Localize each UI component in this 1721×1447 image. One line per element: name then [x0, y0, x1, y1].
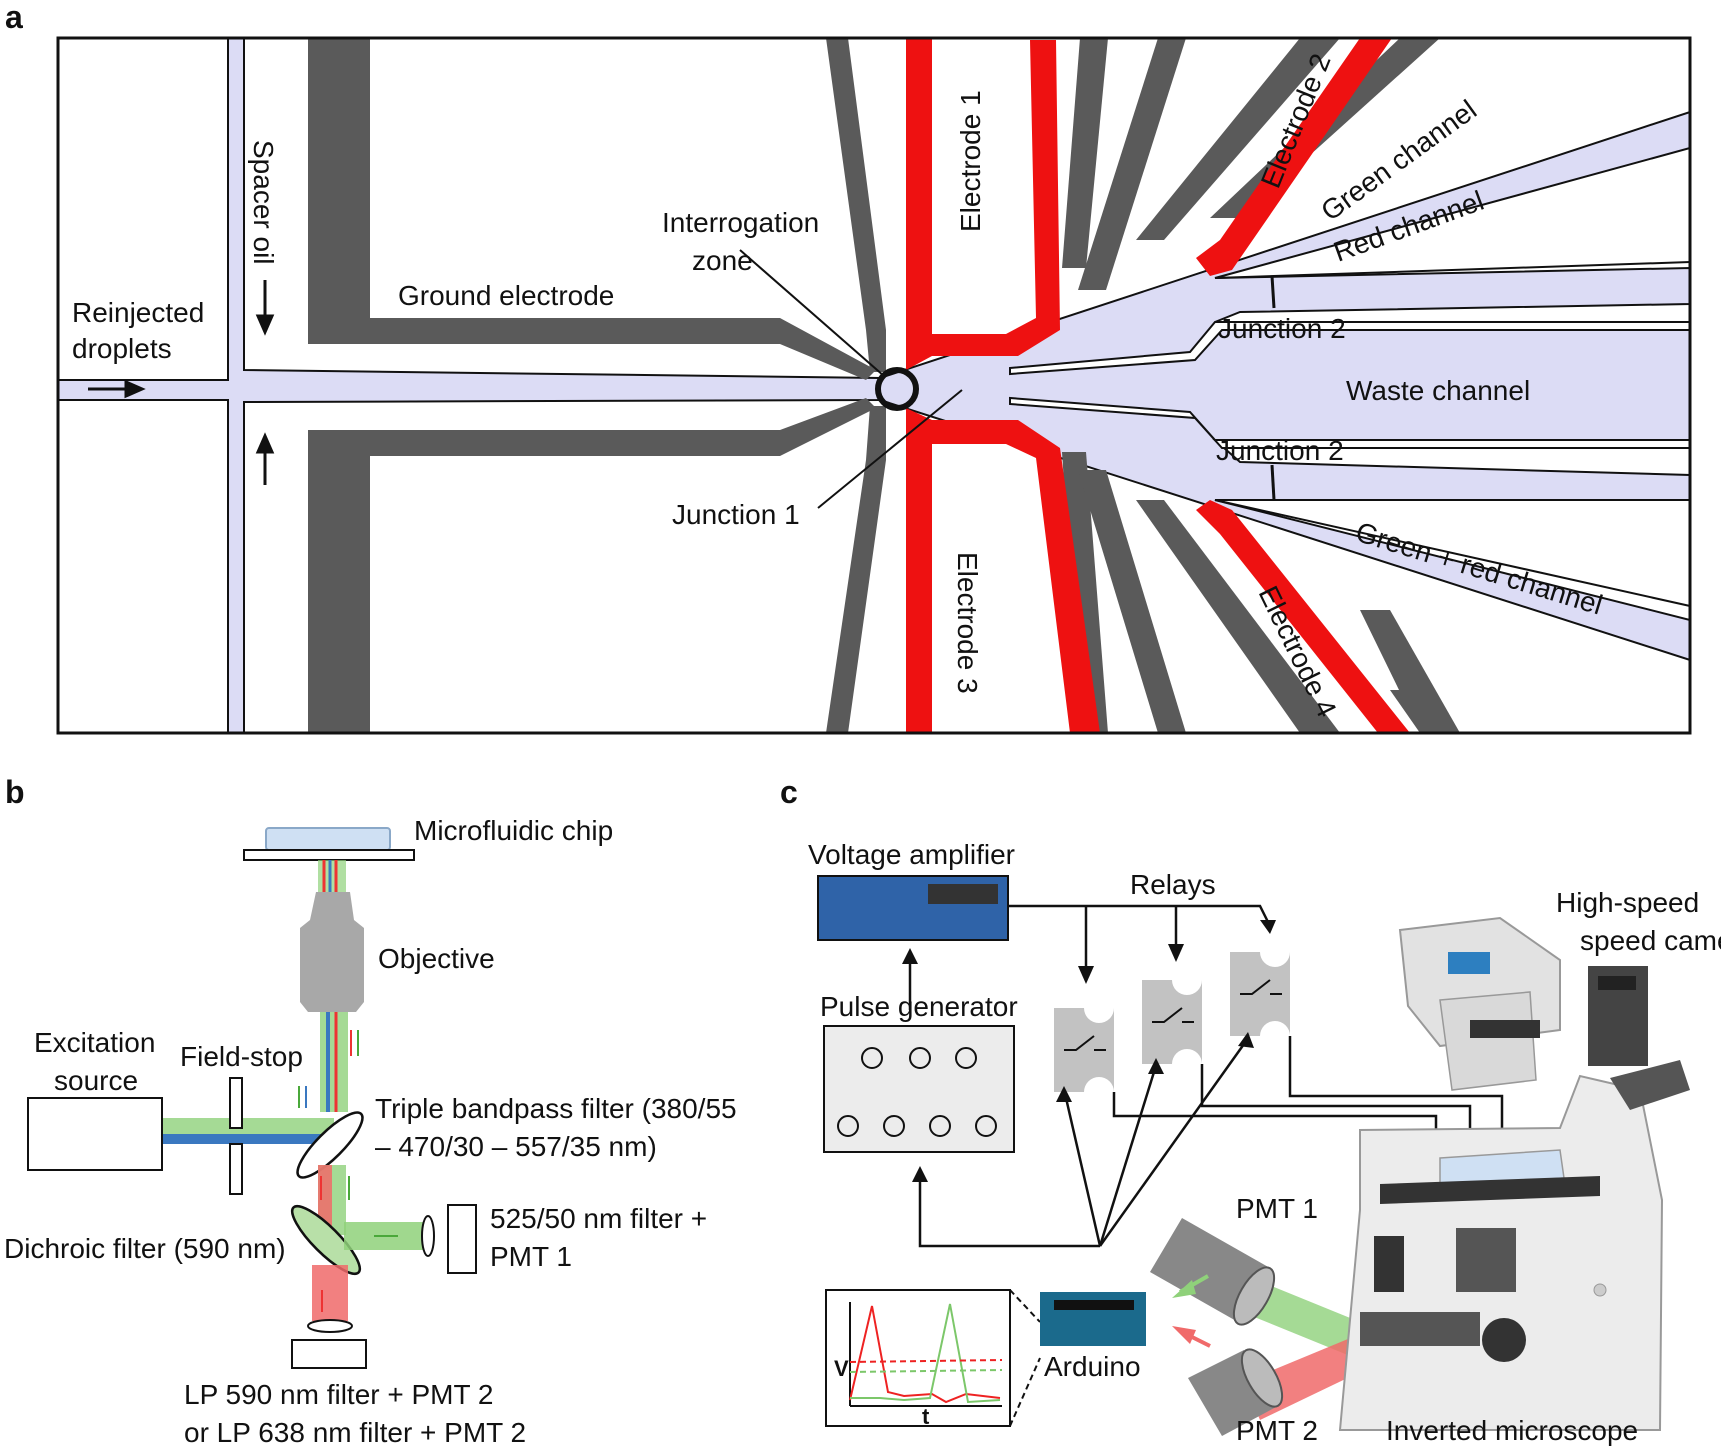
- label-reinjected-2: droplets: [72, 333, 172, 364]
- label-triple-1: Triple bandpass filter (380/55: [375, 1093, 737, 1124]
- grey-electrode-upper-4: [1136, 38, 1340, 240]
- label-relays: Relays: [1130, 869, 1216, 900]
- label-lp-2: or LP 638 nm filter + PMT 2: [184, 1417, 526, 1447]
- relay-2: [1142, 980, 1202, 1064]
- electrode4-shape: [1196, 500, 1410, 733]
- label-arduino: Arduino: [1044, 1351, 1141, 1382]
- label-dichroic: Dichroic filter (590 nm): [4, 1233, 286, 1264]
- label-microfluidic-chip: Microfluidic chip: [414, 815, 613, 846]
- triple-bandpass-filter: [296, 1111, 364, 1179]
- chip-frame: [56, 36, 1692, 735]
- label-ground-electrode: Ground electrode: [398, 280, 614, 311]
- grey-electrode-lower-3: [1078, 470, 1186, 733]
- inverted-microscope: [1338, 916, 1690, 1431]
- label-voltage-amplifier: Voltage amplifier: [808, 839, 1015, 870]
- label-waste-channel: Waste channel: [1346, 375, 1530, 406]
- label-electrode3: Electrode 3: [952, 552, 983, 694]
- field-stop-lower: [229, 1143, 243, 1195]
- green-red-divider: [1214, 261, 1691, 279]
- electronics-setup: V t: [817, 875, 1690, 1436]
- label-spacer-oil: Spacer oil: [248, 140, 279, 265]
- dichroic-filter: [290, 1204, 362, 1276]
- pmt2-detector: [291, 1339, 367, 1369]
- field-stop-upper: [229, 1077, 243, 1129]
- label-high-speed-1: High-speed: [1556, 887, 1699, 918]
- ground-electrode-top: [308, 38, 876, 380]
- label-interrogation-2: zone: [692, 245, 753, 276]
- pmt2-lens: [307, 1319, 353, 1333]
- red-signal-trace: [849, 1305, 1001, 1404]
- chip-stage: [243, 849, 415, 861]
- grey-electrode-lower-5: [1360, 610, 1460, 733]
- label-excitation-1: Excitation: [34, 1027, 155, 1058]
- label-high-speed-2: speed camera: [1580, 925, 1721, 956]
- label-field-stop: Field-stop: [180, 1041, 303, 1072]
- interrogation-pointer: [739, 249, 885, 377]
- panel-label-c: c: [780, 774, 798, 810]
- label-junction2-top: Junction 2: [1218, 313, 1346, 344]
- pmt1-lens: [421, 1215, 435, 1257]
- green-signal-trace: [850, 1303, 1001, 1404]
- grey-electrode-upper-2: [1062, 38, 1108, 268]
- label-pmt1-filter-1: 525/50 nm filter +: [490, 1203, 707, 1234]
- interrogation-zone-marker: [875, 367, 919, 411]
- label-inverted-microscope: Inverted microscope: [1386, 1415, 1638, 1446]
- plot-axis-v: V: [834, 1356, 849, 1381]
- label-pmt2: PMT 2: [1236, 1415, 1318, 1446]
- ground-electrode-bottom: [308, 398, 876, 733]
- grey-electrode-lower-1: [826, 406, 886, 733]
- label-reinjected-1: Reinjected: [72, 297, 204, 328]
- label-green-red-channel: Green + red channel: [1352, 516, 1606, 621]
- junction2-top-mark: [1270, 275, 1276, 309]
- label-triple-2: – 470/30 – 557/35 nm): [375, 1131, 657, 1162]
- optical-setup: [27, 827, 477, 1369]
- panel-label-a: a: [5, 0, 23, 35]
- plot-axis-t: t: [922, 1404, 930, 1429]
- pmt1-tube: [1150, 1218, 1360, 1360]
- relay-1: [1054, 1008, 1114, 1092]
- label-excitation-2: source: [54, 1065, 138, 1096]
- electrode2-shape: [1196, 38, 1392, 276]
- label-junction2-bottom: Junction 2: [1216, 435, 1344, 466]
- label-pmt1: PMT 1: [1236, 1193, 1318, 1224]
- grey-electrode-lower-2: [1062, 452, 1108, 733]
- pmt1-detector: [447, 1204, 477, 1274]
- pulse-generator: [823, 1025, 1015, 1153]
- amplifier-display: [928, 884, 998, 904]
- junction2-bottom-mark: [1270, 464, 1276, 501]
- excitation-source: [27, 1097, 163, 1171]
- bottom-divider: [1214, 499, 1691, 607]
- inlet-channel: [57, 37, 881, 734]
- label-junction1: Junction 1: [672, 499, 800, 530]
- label-objective: Objective: [378, 943, 495, 974]
- grey-electrode-lower-6: [1390, 690, 1450, 733]
- objective-lens: [300, 892, 364, 1012]
- grey-electrode-upper-1: [826, 38, 886, 372]
- pmt2-tube: [1188, 1334, 1360, 1436]
- microfluidic-chip: [265, 827, 391, 851]
- grey-electrode-upper-3: [1078, 38, 1186, 290]
- label-pmt1-filter-2: PMT 1: [490, 1241, 572, 1272]
- signal-plot: [825, 1289, 1011, 1427]
- grey-electrode-lower-4: [1136, 500, 1340, 733]
- electrode3-shape: [906, 408, 1100, 733]
- relay-3: [1230, 952, 1290, 1036]
- chip-schematic: [56, 36, 1692, 735]
- label-pulse-generator: Pulse generator: [820, 991, 1018, 1022]
- panel-label-b: b: [5, 774, 25, 810]
- junction1-pointer: [817, 389, 963, 509]
- label-electrode1: Electrode 1: [955, 90, 986, 232]
- label-interrogation-1: Interrogation: [662, 207, 819, 238]
- electrode1-shape: [906, 38, 1060, 370]
- label-lp-1: LP 590 nm filter + PMT 2: [184, 1379, 493, 1410]
